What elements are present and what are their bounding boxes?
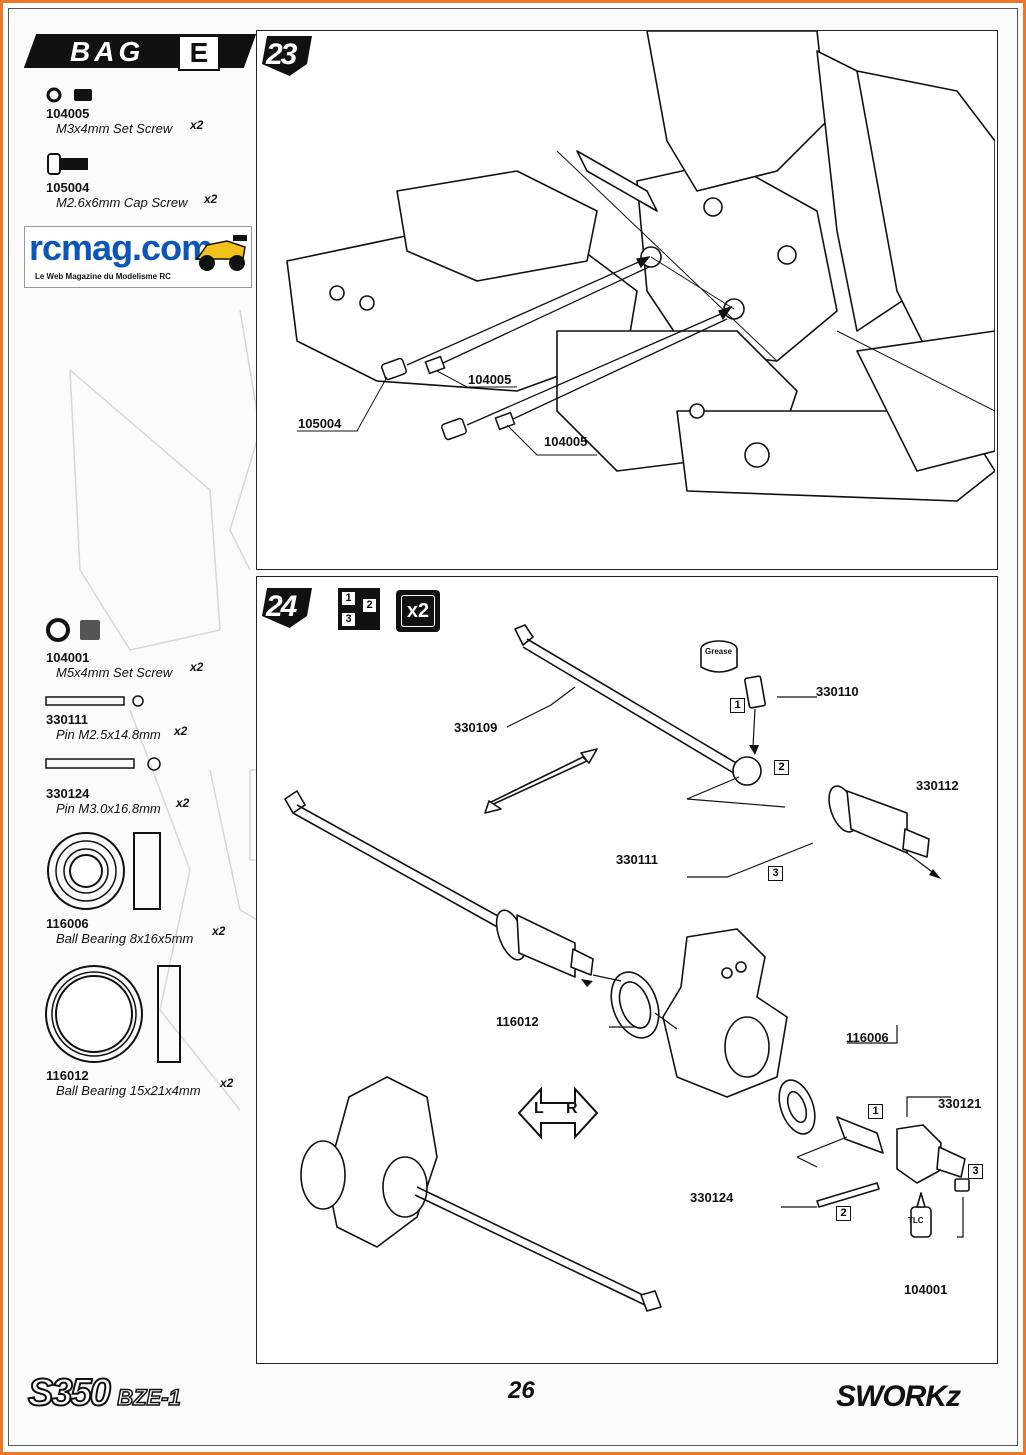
part-name: Pin M2.5x14.8mm — [56, 727, 161, 742]
marker-one: 1 — [730, 698, 745, 713]
part-number: 104001 — [46, 650, 90, 665]
set-screw-large-icon — [46, 618, 100, 642]
callout-104001: 104001 — [904, 1282, 948, 1297]
part-name: Pin M3.0x16.8mm — [56, 801, 161, 816]
lr-right-label: R — [566, 1100, 578, 1117]
part-qty: x2 — [174, 724, 188, 738]
model-logo-sub: BZE-1 — [116, 1384, 181, 1411]
bag-letter: E — [178, 35, 220, 71]
assembly-order-icon: 1 2 3 — [338, 588, 380, 630]
part-name: Ball Bearing 15x21x4mm — [56, 1083, 201, 1098]
callout-330124: 330124 — [690, 1190, 734, 1205]
brand-logo: SWORKz — [836, 1380, 961, 1414]
part-qty: x2 — [204, 192, 218, 206]
page-number: 26 — [508, 1377, 535, 1404]
marker-two: 2 — [836, 1206, 851, 1221]
part-116012: 116012 Ball Bearing 15x21x4mm — [46, 1068, 201, 1098]
part-name: M3x4mm Set Screw — [56, 121, 173, 136]
part-number: 330111 — [46, 712, 88, 727]
cap-screw-icon — [47, 153, 88, 175]
step-number: 24 — [266, 590, 297, 623]
part-qty: x2 — [176, 796, 190, 810]
part-name: Ball Bearing 8x16x5mm — [56, 931, 194, 946]
lr-left-label: L — [534, 1100, 544, 1117]
callout-116012: 116012 — [496, 1014, 539, 1029]
part-number: 105004 — [46, 180, 90, 195]
repeat-count: x2 — [401, 595, 435, 627]
part-qty: x2 — [190, 660, 204, 674]
part-number: 104005 — [46, 106, 90, 121]
ball-bearing-icon — [47, 832, 161, 910]
set-screw-icon — [46, 87, 92, 103]
buggy-icon — [195, 235, 247, 271]
step-23-diagram — [286, 31, 995, 502]
pin-icon — [45, 695, 144, 707]
callout-105004: 105004 — [298, 416, 342, 431]
part-name: M2.6x6mm Cap Screw — [56, 195, 188, 210]
bag-header: BAG E — [23, 34, 258, 71]
part-105004: 105004 M2.6x6mm Cap Screw — [46, 180, 187, 210]
ball-bearing-icon — [45, 965, 181, 1063]
callout-330121: 330121 — [938, 1096, 982, 1111]
step-24-badge: 24 — [262, 588, 320, 632]
part-number: 116012 — [46, 1068, 89, 1083]
tlc-label: TLC — [908, 1216, 924, 1225]
callout-330111: 330111 — [616, 852, 658, 867]
callout-330110: 330110 — [816, 684, 859, 699]
part-330111: 330111 Pin M2.5x14.8mm — [46, 712, 161, 742]
marker-two: 2 — [774, 760, 789, 775]
part-104001: 104001 M5x4mm Set Screw — [46, 650, 172, 680]
callout-104005-a: 104005 — [468, 372, 512, 387]
model-logo: S350 BZE-1 — [27, 1371, 182, 1415]
marker-one: 1 — [868, 1104, 883, 1119]
part-104005: 104005 M3x4mm Set Screw — [46, 106, 172, 136]
model-logo-text: S350 — [27, 1371, 112, 1415]
repeat-badge: x2 — [396, 590, 440, 632]
step-24-diagram — [284, 624, 970, 1312]
callout-116006: 116006 — [846, 1030, 889, 1045]
brand-logo-text: SWORKz — [836, 1380, 961, 1413]
logo-subtitle: Le Web Magazine du Modelisme RC — [35, 272, 171, 281]
marker-three: 3 — [968, 1164, 983, 1179]
part-qty: x2 — [212, 924, 226, 938]
part-number: 330124 — [46, 786, 90, 801]
step-23-badge: 23 — [262, 36, 320, 80]
logo-text: rcmag.com — [29, 227, 213, 268]
pin-icon — [45, 757, 161, 771]
callout-330109: 330109 — [454, 720, 498, 735]
order-one: 1 — [341, 591, 356, 606]
grease-label: Grease — [705, 647, 733, 656]
order-two: 2 — [362, 598, 377, 613]
part-name: M5x4mm Set Screw — [56, 665, 173, 680]
part-number: 116006 — [46, 916, 89, 931]
rcmag-logo: rcmag.com Le Web Magazine du Modelisme R… — [24, 226, 252, 288]
step-number: 23 — [266, 38, 297, 71]
left-right-arrow — [517, 1086, 599, 1140]
part-330124: 330124 Pin M3.0x16.8mm — [46, 786, 161, 816]
bag-label: BAG — [70, 36, 145, 67]
part-qty: x2 — [190, 118, 204, 132]
part-qty: x2 — [220, 1076, 234, 1090]
callout-104005-b: 104005 — [544, 434, 588, 449]
part-116006: 116006 Ball Bearing 8x16x5mm — [46, 916, 193, 946]
callout-330112: 330112 — [916, 778, 959, 793]
order-three: 3 — [341, 612, 356, 627]
marker-three: 3 — [768, 866, 783, 881]
